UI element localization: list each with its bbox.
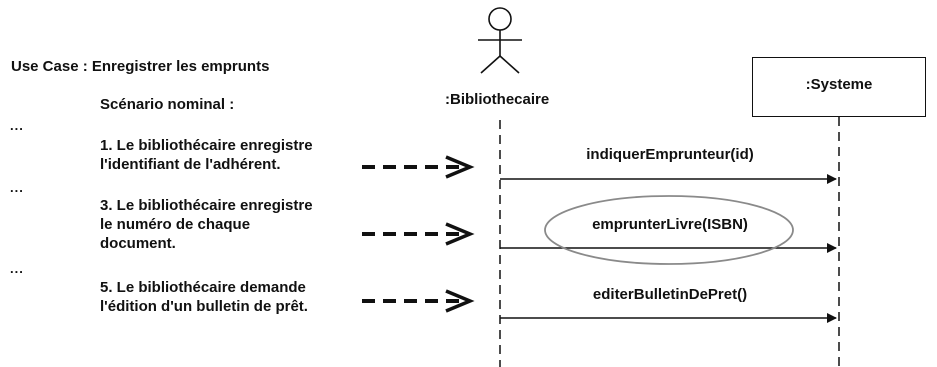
stick-figure-actor-icon — [478, 7, 522, 74]
message-label-3: editerBulletinDePret() — [592, 286, 748, 303]
step-line: le numéro de chaque — [100, 216, 251, 233]
system-label: :Systeme — [805, 76, 873, 93]
step-line: 1. Le bibliothécaire enregistre — [100, 137, 313, 154]
ellipsis-marker-1: ... — [10, 118, 24, 133]
scenario-step-1: 1. Le bibliothécaire enregistre l'identi… — [100, 136, 360, 174]
step-mapping-arrows — [362, 155, 475, 313]
actor-label: :Bibliothecaire — [445, 91, 550, 108]
mapping-arrow-1 — [362, 155, 475, 179]
use-case-title: Use Case : Enregistrer les emprunts — [11, 58, 270, 75]
step-line: 3. Le bibliothécaire enregistre — [100, 197, 313, 214]
mapping-arrow-2 — [362, 222, 475, 246]
message-label-2: emprunterLivre(ISBN) — [592, 216, 748, 233]
mapping-arrow-3 — [362, 289, 475, 313]
system-lifeline-box: :Systeme — [752, 57, 926, 117]
message-label-1: indiquerEmprunteur(id) — [586, 146, 754, 163]
step-line: l'identifiant de l'adhérent. — [100, 156, 281, 173]
ellipsis-marker-2: ... — [10, 180, 24, 195]
highlight-ellipse — [544, 195, 794, 265]
scenario-step-3: 3. Le bibliothécaire enregistre le numér… — [100, 196, 360, 253]
step-line: document. — [100, 235, 176, 252]
step-line: l'édition d'un bulletin de prêt. — [100, 298, 308, 315]
scenario-title: Scénario nominal : — [100, 96, 235, 113]
step-line: 5. Le bibliothécaire demande — [100, 279, 306, 296]
ellipsis-marker-3: ... — [10, 261, 24, 276]
scenario-step-5: 5. Le bibliothécaire demande l'édition d… — [100, 278, 360, 316]
